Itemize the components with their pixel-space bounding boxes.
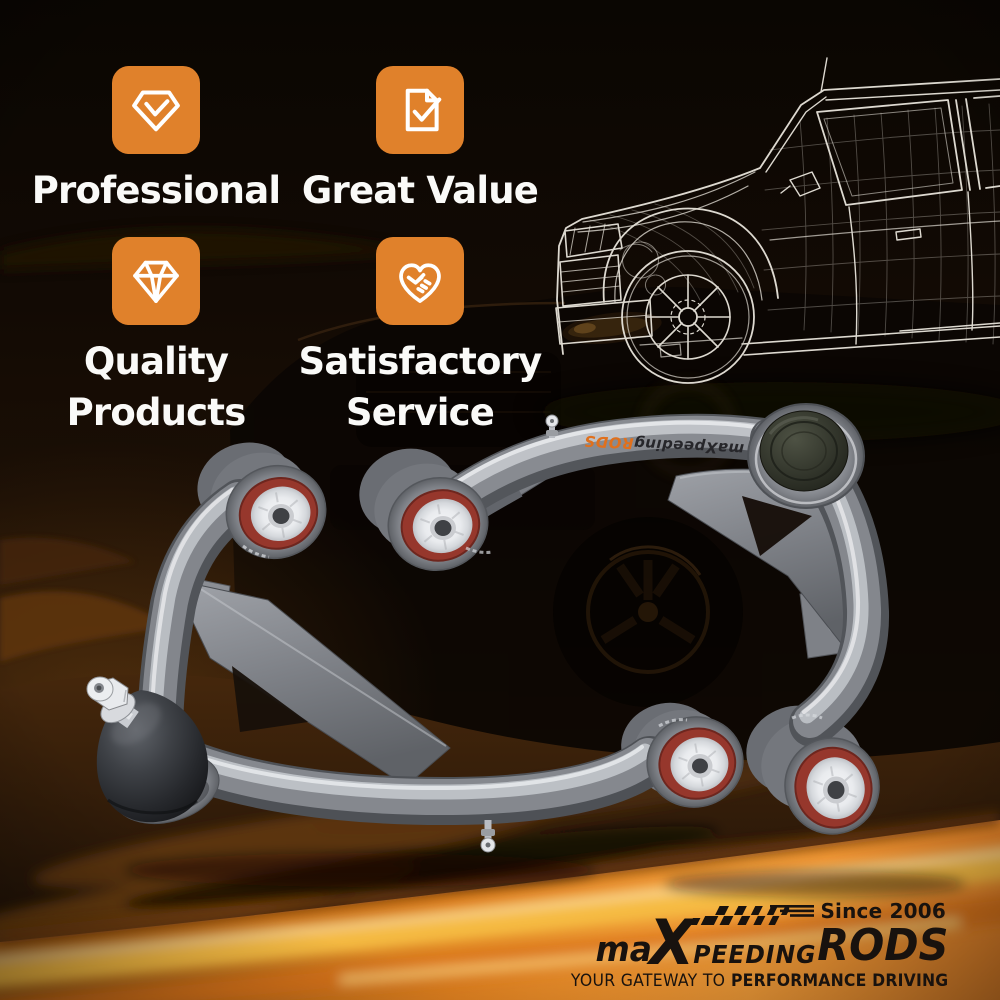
- badge-label: Great Value: [301, 169, 539, 212]
- speed-lines-icon: [770, 905, 815, 917]
- badge-label: Professional: [31, 169, 281, 212]
- checkered-flag-icon: [689, 906, 789, 925]
- badge-label: Quality Products: [66, 340, 247, 434]
- diamond-icon: [112, 237, 200, 325]
- brand-logo: Since 2006 maXpeedingRODS YOUR GATEWAY T…: [551, 899, 948, 990]
- document-check-icon: [376, 66, 464, 154]
- diamond-check-icon: [112, 66, 200, 154]
- since-row: Since 2006: [768, 899, 946, 923]
- wordmark-rods: RODS: [816, 919, 948, 971]
- wordmark-ma: ma: [595, 929, 652, 970]
- heart-handshake-icon: [376, 237, 464, 325]
- badge-professional: Professional: [16, 66, 296, 216]
- badge-satisfactory-service: Satisfactory Service: [279, 237, 561, 438]
- badge-label: Satisfactory Service: [298, 340, 543, 434]
- wordmark-x: X: [648, 906, 694, 979]
- since-text: Since 2006: [820, 899, 946, 923]
- wordmark-peeding: peeding: [692, 939, 816, 969]
- badge-great-value: Great Value: [279, 66, 561, 216]
- brand-wordmark: maXpeedingRODS: [595, 906, 948, 979]
- badge-quality-products: Quality Products: [16, 237, 296, 438]
